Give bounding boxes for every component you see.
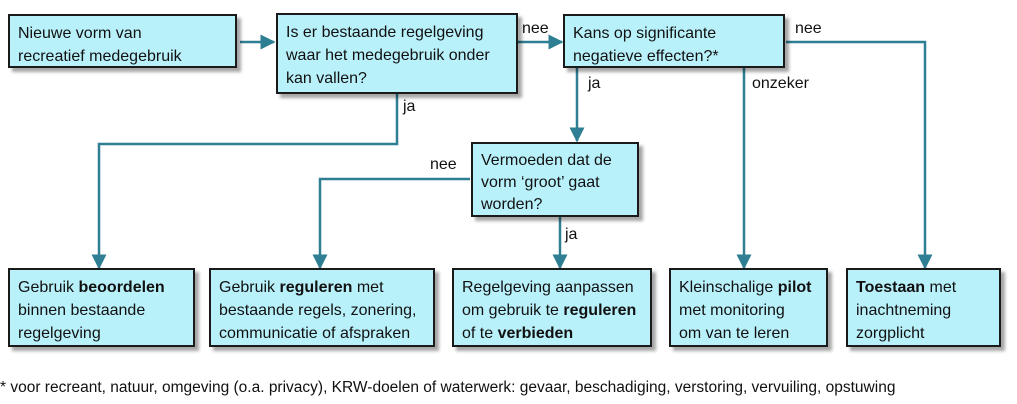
node-outcome-beoordelen: Gebruik beoordelen binnen bestaande rege… — [8, 268, 195, 347]
edge-label-effecten-onzeker: onzeker — [752, 75, 809, 92]
node-outcome-reguleren: Gebruik reguleren met bestaande regels, … — [209, 268, 435, 347]
edge-label-regelgeving-nee: nee — [522, 20, 549, 37]
node-question-regelgeving: Is er bestaande regelgeving waar het med… — [276, 13, 518, 94]
outcome-beoordelen-bold: beoordelen — [78, 279, 165, 296]
node-start: Nieuwe vorm van recreatief medegebruik — [8, 14, 237, 68]
edge-label-groot-nee: nee — [430, 156, 457, 173]
outcome-reguleren-rest: met bestaande regels, zonering, communic… — [219, 279, 417, 342]
edge-effecten-nee-to-toestaan — [786, 40, 933, 270]
outcome-pilot-rest: met monitoring om van te leren — [679, 302, 790, 342]
node-question-groot: Vermoeden dat de vorm ‘groot’ gaat worde… — [471, 142, 639, 217]
outcome-aanpassen-text: Regelgeving aanpassen om gebruik te — [462, 279, 634, 319]
node-outcome-aanpassen: Regelgeving aanpassen om gebruik te regu… — [452, 268, 652, 347]
outcome-aanpassen-bold: reguleren — [563, 302, 637, 319]
outcome-reguleren-text: Gebruik — [219, 279, 280, 296]
edge-groot-nee-to-reguleren — [312, 177, 470, 270]
node-outcome-toestaan: Toestaan met inachtneming zorgplicht — [846, 268, 1001, 347]
outcome-toestaan-rest: met inachtneming zorgplicht — [856, 279, 957, 342]
edge-label-groot-ja: ja — [565, 226, 578, 243]
edge-label-regelgeving-ja: ja — [403, 98, 416, 115]
edge-label-effecten-nee: nee — [795, 20, 822, 37]
outcome-aanpassen-bold2: verbieden — [497, 325, 574, 342]
outcome-toestaan-bold: Toestaan — [856, 279, 926, 296]
edge-label-effecten-ja: ja — [588, 75, 601, 92]
outcome-pilot-bold: pilot — [777, 279, 812, 296]
outcome-aanpassen-middle: of te — [462, 325, 494, 342]
outcome-beoordelen-rest: binnen bestaande regelgeving — [18, 302, 146, 342]
edge-regelgeving-ja-to-beoordelen — [91, 94, 399, 270]
outcome-reguleren-bold: reguleren — [279, 279, 353, 296]
outcome-beoordelen-text: Gebruik — [18, 279, 79, 296]
footnote: * voor recreant, natuur, omgeving (o.a. … — [0, 379, 896, 396]
outcome-pilot-text: Kleinschalige — [679, 279, 778, 296]
node-outcome-pilot: Kleinschalige pilot met monitoring om va… — [669, 268, 828, 347]
node-question-effecten: Kans op significante negatieve effecten?… — [563, 14, 785, 68]
